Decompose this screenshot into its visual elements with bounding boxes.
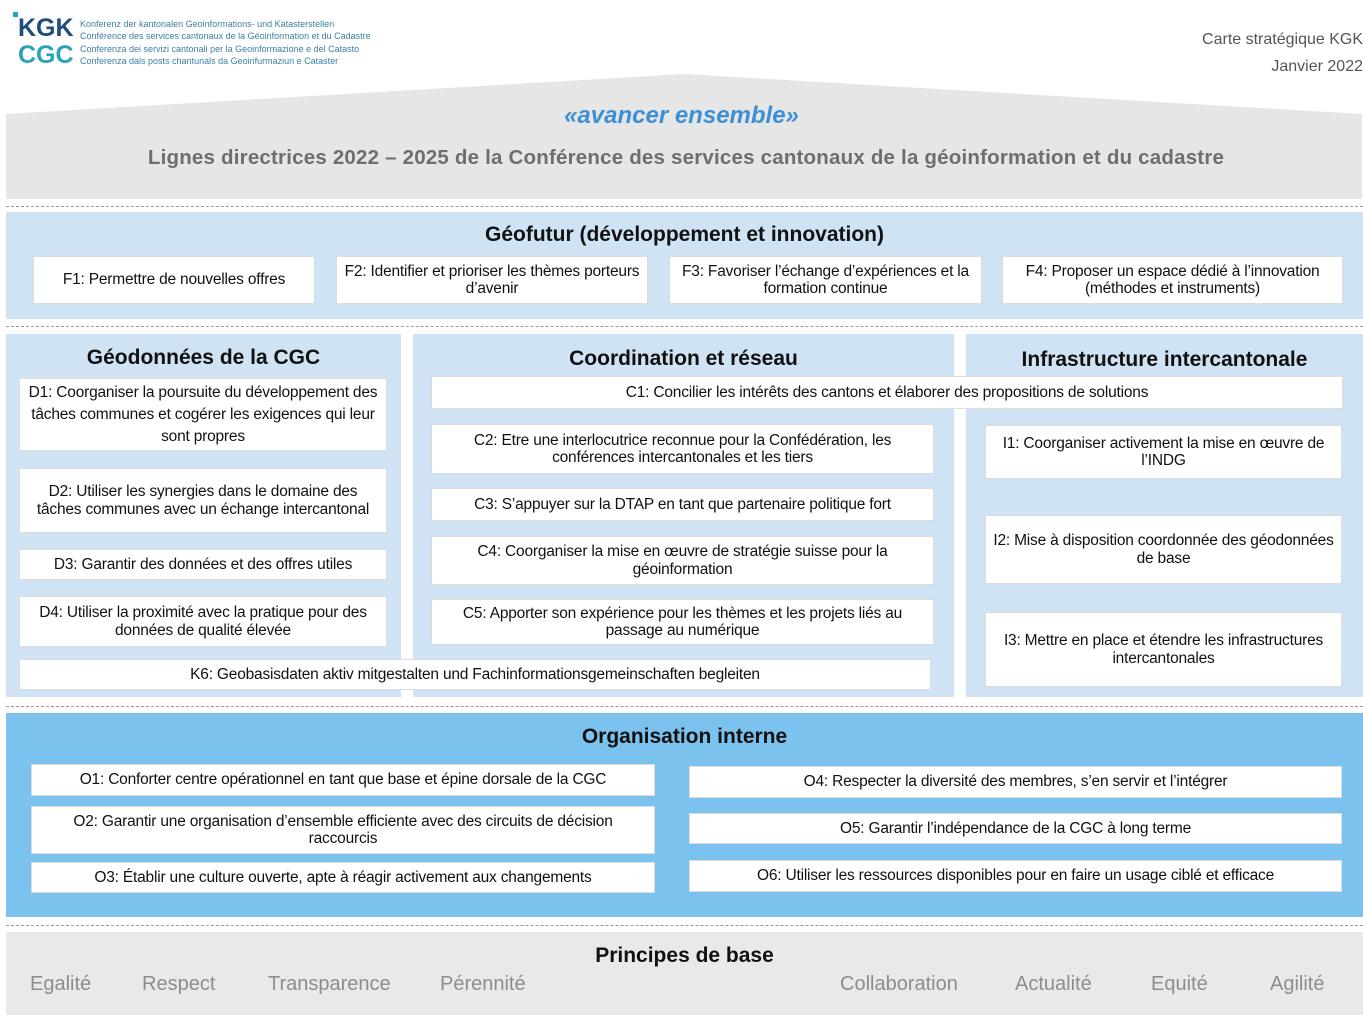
geofutur-card-f3: F3: Favoriser l’échange d’expériences et… xyxy=(669,256,982,304)
logo-line-fr: Conférence des services cantonaux de la … xyxy=(80,31,371,42)
geofutur-card-f4: F4: Proposer un espace dédié à l’innovat… xyxy=(1002,256,1343,304)
coordination-card-c1: C1: Concilier les intérêts des cantons e… xyxy=(431,376,1343,409)
motto: «avancer ensemble» xyxy=(564,102,799,129)
logo-line-it: Conferenza dei servizi cantonali per la … xyxy=(80,43,360,54)
logo-cgc: CGC xyxy=(18,41,74,69)
principle-respect: Respect xyxy=(142,973,216,995)
logo-org-names: Konferenz der kantonalen Geoinformations… xyxy=(80,18,371,68)
organisation-card-o2: O2: Garantir une organisation d’ensemble… xyxy=(31,806,655,854)
geodonnees-card-d3: D3: Garantir des données et des offres u… xyxy=(19,549,387,580)
geofutur-card-f1: F1: Permettre de nouvelles offres xyxy=(33,256,315,304)
geodonnees-card-d1: D1: Coorganiser la poursuite du développ… xyxy=(19,378,387,451)
doc-date: Janvier 2022 xyxy=(1271,58,1363,75)
roof-subtitle: Lignes directrices 2022 – 2025 de la Con… xyxy=(147,146,1225,169)
infrastructure-card-i2: I2: Mise à disposition coordonnée des gé… xyxy=(985,515,1342,584)
roof-shape xyxy=(6,74,1362,199)
infrastructure-title: Infrastructure intercantonale xyxy=(1021,348,1308,371)
organisation-card-o4: O4: Respecter la diversité des membres, … xyxy=(689,766,1342,798)
principle-egalite: Egalité xyxy=(30,973,92,995)
organisation-card-o3: O3: Établir une culture ouverte, apte à … xyxy=(31,862,655,893)
geodonnees-card-d4: D4: Utiliser la proximité avec la pratiq… xyxy=(19,596,387,647)
divider xyxy=(6,706,1363,707)
principle-actualite: Actualité xyxy=(1015,973,1092,995)
coordination-title: Coordination et réseau xyxy=(569,347,798,370)
principes-title: Principes de base xyxy=(595,944,774,967)
geodonnees-card-d2: D2: Utiliser les synergies dans le domai… xyxy=(19,468,387,533)
geofutur-title: Géofutur (développement et innovation) xyxy=(484,223,884,246)
infrastructure-card-i1: I1: Coorganiser activement la mise en œu… xyxy=(985,425,1342,479)
principle-transparence: Transparence xyxy=(268,973,391,995)
organisation-card-o5: O5: Garantir l’indépendance de la CGC à … xyxy=(689,813,1342,844)
logo-line-rm: Conferenza dals posts chantunals da Geoi… xyxy=(80,56,339,67)
principle-perennite: Pérennité xyxy=(440,973,526,995)
divider xyxy=(6,206,1363,207)
logo-dot xyxy=(13,12,18,17)
coordination-card-c4: C4: Coorganiser la mise en œuvre de stra… xyxy=(431,536,934,585)
organisation-card-o1: O1: Conforter centre opérationnel en tan… xyxy=(31,764,655,796)
geodonnees-title: Géodonnées de la CGC xyxy=(86,346,321,369)
coordination-card-k6: K6: Geobasisdaten aktiv mitgestalten und… xyxy=(19,659,931,690)
coordination-card-c5: C5: Apporter son expérience pour les thè… xyxy=(431,599,934,645)
principle-equite: Equité xyxy=(1151,973,1208,995)
doc-title: Carte stratégique KGK xyxy=(1202,31,1363,48)
divider xyxy=(6,326,1363,327)
organisation-card-o6: O6: Utiliser les ressources disponibles … xyxy=(689,860,1342,892)
principes-panel xyxy=(6,932,1363,1015)
geofutur-card-f2: F2: Identifier et prioriser les thèmes p… xyxy=(336,256,648,304)
infrastructure-card-i3: I3: Mettre en place et étendre les infra… xyxy=(985,612,1342,687)
principle-collaboration: Collaboration xyxy=(840,973,958,995)
organisation-title: Organisation interne xyxy=(581,725,788,748)
coordination-card-c2: C2: Etre une interlocutrice reconnue pou… xyxy=(431,424,934,474)
divider xyxy=(6,925,1363,926)
principle-agilite: Agilité xyxy=(1270,973,1325,995)
doc-meta: Carte stratégique KGK Janvier 2022 xyxy=(1103,26,1363,80)
logo-kgk: KGK xyxy=(18,14,74,42)
logo-line-de: Konferenz der kantonalen Geoinformations… xyxy=(80,19,335,29)
coordination-card-c3: C3: S’appuyer sur la DTAP en tant que pa… xyxy=(431,488,934,521)
